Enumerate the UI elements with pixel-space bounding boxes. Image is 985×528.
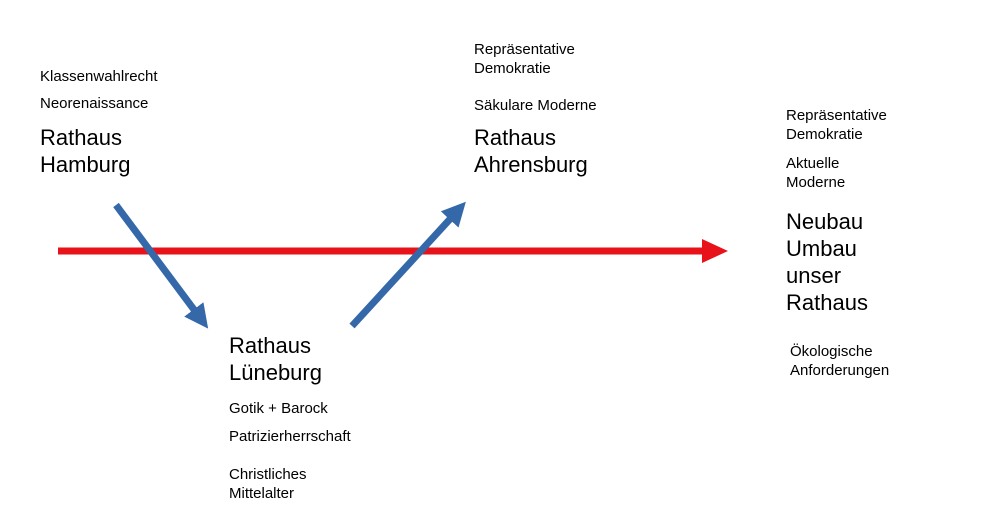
ahrensburg-note-demokratie: Repräsentative Demokratie bbox=[474, 41, 575, 77]
neubau-note-moderne: Aktuelle Moderne bbox=[786, 155, 846, 191]
neubau-note-oekologie: Ökologische Anforderungen bbox=[790, 343, 890, 379]
lueneburg-title: Rathaus Lüneburg bbox=[229, 333, 322, 385]
ahrensburg-note-moderne: Säkulare Moderne bbox=[474, 97, 597, 114]
arrow-lueneburg-to-ahrensburg bbox=[349, 201, 466, 329]
neubau-title: Neubau Umbau unser Rathaus bbox=[786, 209, 868, 315]
arrow-hamburg-to-lueneburg bbox=[113, 202, 209, 329]
lueneburg-note-gotik-barock: Gotik + Barock bbox=[229, 400, 328, 417]
lueneburg-note-mittelalter: Christliches Mittelalter bbox=[229, 466, 307, 502]
hamburg-note-neorenaissance: Neorenaissance bbox=[40, 95, 149, 112]
hamburg-note-klassenwahlrecht: Klassenwahlrecht bbox=[40, 68, 158, 85]
ahrensburg-title: Rathaus Ahrensburg bbox=[474, 125, 588, 177]
neubau-note-demokratie: Repräsentative Demokratie bbox=[786, 107, 887, 143]
hamburg-title: Rathaus Hamburg bbox=[40, 125, 131, 177]
lueneburg-note-patrizierherrschaft: Patrizierherrschaft bbox=[229, 428, 351, 445]
